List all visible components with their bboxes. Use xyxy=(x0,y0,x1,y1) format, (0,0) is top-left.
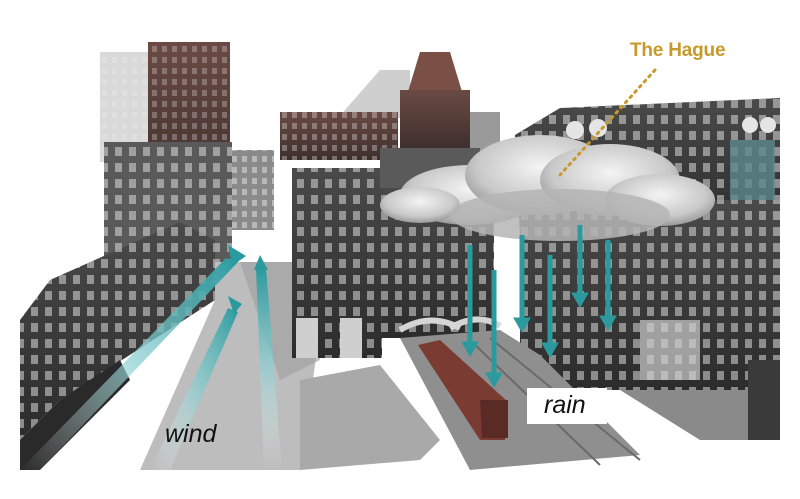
wind-label: wind xyxy=(165,420,217,448)
wind-arrow-2 xyxy=(150,308,238,470)
arrow-up-right-icon xyxy=(254,255,268,270)
arrow-down-icon xyxy=(571,292,589,309)
background-skyline xyxy=(100,42,500,230)
wind-arrow-3 xyxy=(256,268,282,470)
rain-arrow-2 xyxy=(485,270,503,389)
rain-arrow-1 xyxy=(461,245,479,358)
arrow-up-right-icon xyxy=(228,245,246,266)
wind-arrows xyxy=(20,245,282,470)
wind-arrow-1 xyxy=(20,258,238,470)
city-leader-line xyxy=(558,68,657,177)
rain-arrow-6 xyxy=(599,240,617,332)
arrow-up-right-icon xyxy=(228,296,242,314)
arrow-down-icon xyxy=(513,317,531,334)
rain-arrow-3 xyxy=(513,235,531,334)
city-label: The Hague xyxy=(630,40,726,61)
rain-arrow-4 xyxy=(541,255,559,359)
cloud-icon xyxy=(380,135,715,241)
arrow-down-icon xyxy=(599,315,617,332)
rain-arrows xyxy=(461,225,617,389)
arrow-down-icon xyxy=(541,342,559,359)
arrow-down-icon xyxy=(485,372,503,389)
rain-label: rain xyxy=(544,391,586,419)
tram-station xyxy=(398,316,641,470)
left-buildings xyxy=(20,142,232,470)
rain-arrow-5 xyxy=(571,225,589,309)
rain-label-background xyxy=(527,388,607,424)
arrow-down-icon xyxy=(461,341,479,358)
